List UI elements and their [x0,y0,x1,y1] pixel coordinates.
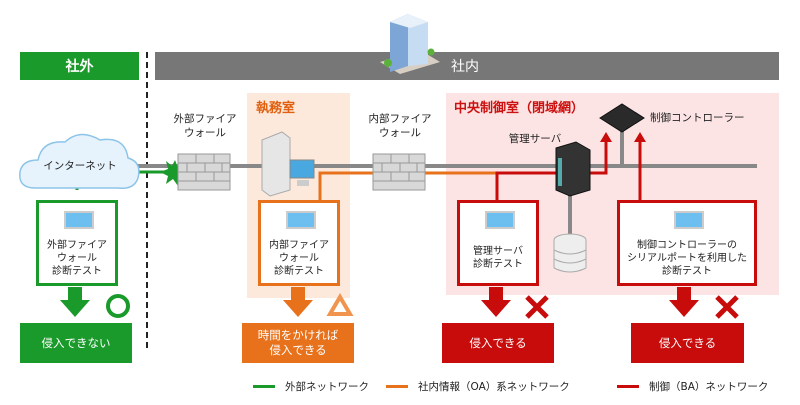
test-box-external-firewall: 外部ファイア ウォール 診断テスト [36,200,118,286]
cloud-icon [19,133,140,190]
down-arrow-icon [60,287,90,317]
laptop-icon [286,211,316,229]
down-arrow-icon [283,287,313,317]
legend-external-network: 外部ネットワーク [253,379,369,394]
external-firewall-label-line: ウォール [184,127,226,139]
test-label-line: 内部ファイア [269,240,329,251]
test-box-internal-firewall: 内部ファイア ウォール 診断テスト [258,200,340,286]
internal-firewall-label-line: ウォール [379,127,421,139]
legend-label: 社内情報（OA）系ネットワーク [418,381,570,393]
result-can-intrude-controller: 侵入できる [631,323,744,363]
breach-burst-icon [160,160,188,186]
controller-label: 制御コントローラー [650,112,745,124]
management-server-label: 管理サーバ [508,133,562,145]
arrow-up-icon [600,132,612,142]
test-label-line: ウォール [279,253,319,264]
test-label-line: シリアルポートを利用した [627,253,747,264]
circle-mark-icon [106,294,130,318]
result-text: 時間をかければ [257,328,339,342]
test-label-line: ウォール [57,253,97,264]
cross-mark-icon [715,295,739,319]
triangle-mark-icon [326,293,354,316]
external-firewall-label-line: 外部ファイア [173,113,237,125]
ba-network-line-1 [495,140,608,200]
office-pc-icon [261,131,315,197]
laptop-icon [674,211,704,229]
result-text: 侵入できない [41,335,111,350]
laptop-icon [485,211,515,229]
down-arrow-icon [669,287,699,317]
legend-oa-network: 社内情報（OA）系ネットワーク [386,379,570,394]
test-label-line: 制御コントローラーの [637,240,737,251]
internal-firewall-icon [372,153,426,191]
external-firewall-icon [177,153,231,191]
control-room-title: 中央制御室（閉域網） [454,101,585,116]
test-label-line: 管理サーバ [473,246,523,257]
legend-label: 制御（BA）ネットワーク [649,381,769,393]
oa-network-line [318,171,500,200]
legend-label: 外部ネットワーク [285,381,369,393]
legend-swatch [253,385,275,388]
office-room-title: 執務室 [256,101,296,116]
laptop-icon [64,211,94,229]
arrow-up-icon [634,132,646,142]
zone-inside-label: 社内 [451,59,479,75]
zone-divider [146,52,148,348]
result-text: 侵入できる [469,335,527,350]
management-server-icon [555,141,591,197]
test-label-line: 診断テスト [662,266,712,277]
zone-inside-bar: 社内 [155,52,779,80]
test-box-management-server: 管理サーバ 診断テスト [457,200,539,286]
internal-firewall-label-line: 内部ファイア [368,113,432,125]
legend-swatch [617,385,639,388]
test-label-line: 外部ファイア [47,240,107,251]
zone-outside-bar: 社外 [20,52,139,80]
internal-firewall-label: 内部ファイア ウォール [355,112,445,140]
internet-label: インターネット [43,160,117,172]
test-box-controller-serial: 制御コントローラーの シリアルポートを利用した 診断テスト [617,200,757,286]
external-firewall-label: 外部ファイア ウォール [160,112,250,140]
cross-mark-icon [525,295,549,319]
database-icon [553,233,587,273]
result-can-intrude-server: 侵入できる [442,323,554,363]
legend-ba-network: 制御（BA）ネットワーク [617,379,768,394]
zone-outside-label: 社外 [65,59,94,75]
test-label-line: 診断テスト [274,266,324,277]
result-cannot-intrude: 侵入できない [20,323,132,363]
legend-swatch [386,385,408,388]
test-label-line: 診断テスト [473,259,523,270]
result-intrude-with-time: 時間をかければ 侵入できる [242,323,354,363]
test-label-line: 診断テスト [52,266,102,277]
down-arrow-icon [481,287,511,317]
controller-icon [599,103,645,133]
result-text: 侵入できる [658,335,717,350]
result-text: 侵入できる [269,343,327,357]
